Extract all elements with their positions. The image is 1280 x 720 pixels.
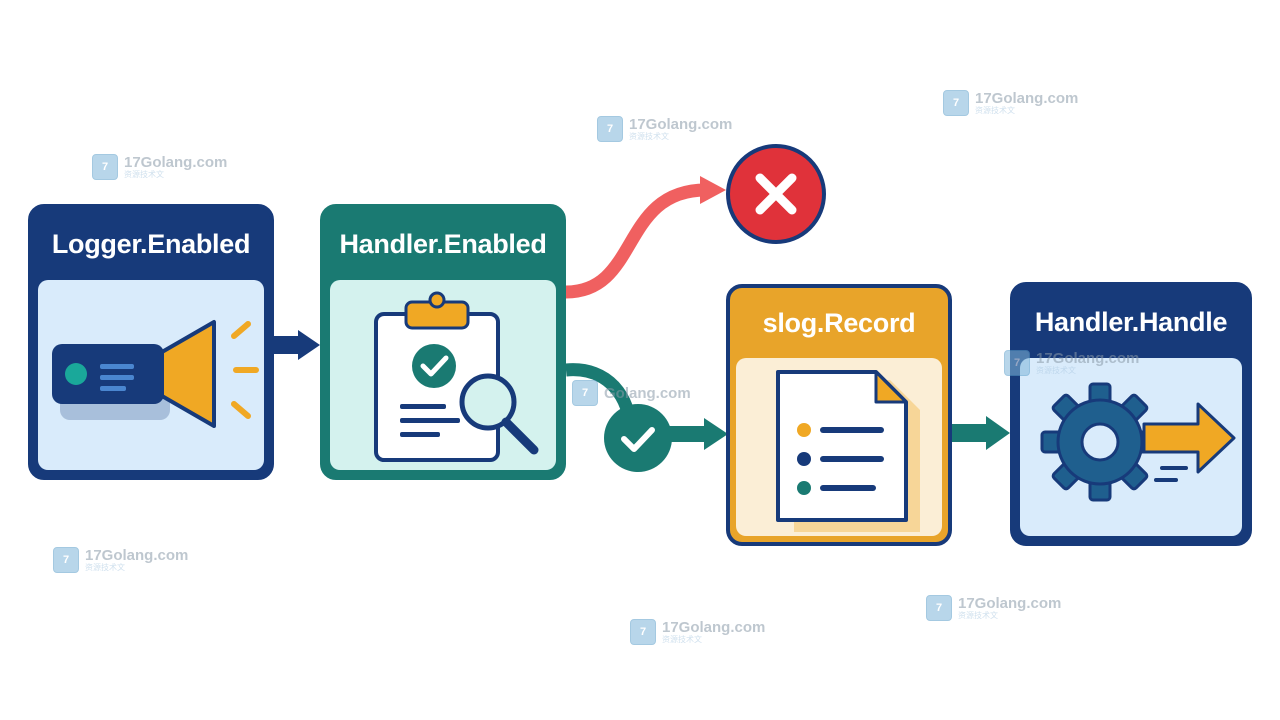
watermark-logo-icon: 7 (572, 380, 598, 406)
handler-enabled-card: Handler.Enabled (320, 204, 566, 480)
document-icon (776, 370, 920, 532)
rejected-path (559, 176, 726, 299)
megaphone-icon (52, 320, 259, 428)
watermark-logo-icon: 7 (926, 595, 952, 621)
watermark-logo-icon: 7 (53, 547, 79, 573)
handler-handle-title: Handler.Handle (1034, 306, 1228, 337)
gear-forward-icon (1040, 382, 1236, 502)
watermark-logo-icon: 7 (943, 90, 969, 116)
watermark-logo-icon: 7 (1004, 350, 1030, 376)
logger-enabled-title: Logger.Enabled (51, 228, 251, 259)
watermark-logo-icon: 7 (597, 116, 623, 142)
handler-handle-card: Handler.Handle (1010, 282, 1252, 546)
accept-check-icon (604, 404, 672, 472)
slog-record-title: slog.Record (762, 307, 916, 338)
clipboard-search-icon (374, 291, 539, 462)
arrow-record-to-handle (952, 416, 1010, 450)
watermark-logo-icon: 7 (92, 154, 118, 180)
arrow-logger-to-handler (274, 330, 320, 360)
watermark-logo-icon: 7 (630, 619, 656, 645)
logger-enabled-card: Logger.Enabled (28, 204, 274, 480)
reject-icon (726, 144, 826, 244)
handler-enabled-title: Handler.Enabled (339, 228, 547, 259)
slog-record-card: slog.Record (726, 284, 952, 546)
watermark: 7 Golang.com (572, 380, 691, 406)
gear-icon (1040, 382, 1160, 502)
